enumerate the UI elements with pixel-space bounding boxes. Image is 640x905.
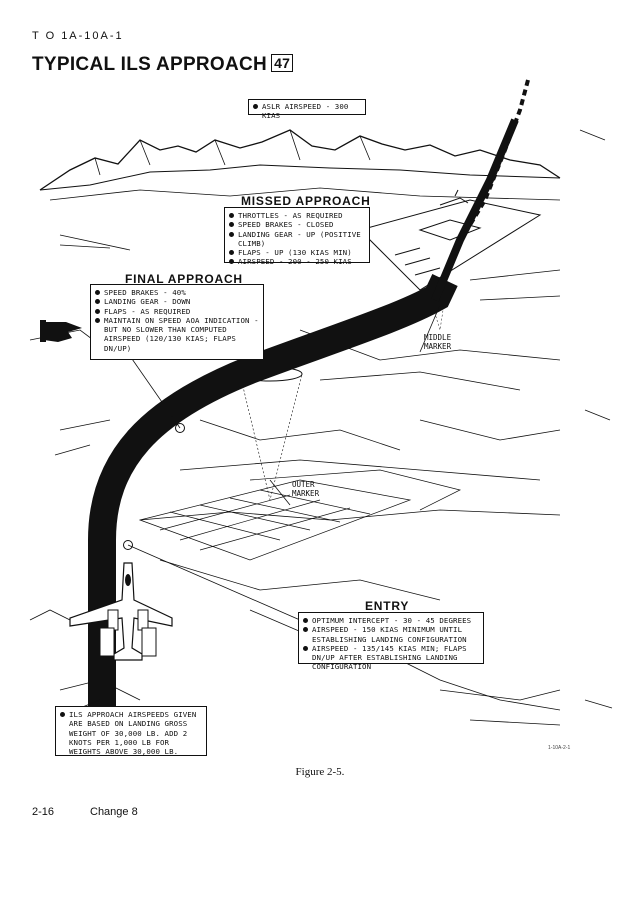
- final-item-4: MAINTAIN ON SPEED AOA INDICATION - BUT N…: [95, 316, 259, 353]
- a10-aircraft-icon: [69, 562, 173, 661]
- missed-approach-callout: THROTTLES - AS REQUIRED SPEED BRAKES - C…: [224, 207, 370, 266]
- weight-note-callout: ILS APPROACH AIRSPEEDS GIVEN ARE BASED O…: [55, 706, 207, 756]
- middle-marker-label: MIDDLE MARKER: [424, 333, 452, 351]
- document-id: T O 1A-10A-1: [32, 30, 124, 42]
- entry-item-3: AIRSPEED - 135/145 KIAS MIN; FLAPS DN/UP…: [303, 644, 479, 672]
- approach-path-taper: [431, 118, 519, 302]
- note-item-1: ILS APPROACH AIRSPEEDS GIVEN ARE BASED O…: [60, 710, 202, 756]
- final-item-1: SPEED BRAKES - 40%: [95, 288, 259, 297]
- path-marker-dots: [123, 423, 185, 550]
- change-label: Change 8: [90, 806, 138, 818]
- final-approach-callout: SPEED BRAKES - 40% LANDING GEAR - DOWN F…: [90, 284, 264, 360]
- entry-item-2: AIRSPEED - 150 KIAS MINIMUM UNTIL ESTABL…: [303, 625, 479, 644]
- runway: [359, 189, 542, 291]
- town-grid: [138, 469, 462, 561]
- entry-callout: OPTIMUM INTERCEPT - 30 - 45 DEGREES AIRS…: [298, 612, 484, 671]
- title-text: TYPICAL ILS APPROACH: [32, 54, 268, 75]
- missed-item-1: THROTTLES - AS REQUIRED: [229, 211, 365, 220]
- terrain-lines: [29, 129, 613, 726]
- aslr-item-1: ASLR AIRSPEED - 300 KIAS: [253, 102, 361, 121]
- approach-path: [88, 274, 458, 720]
- missed-item-5: AIRSPEED - 200 - 250 KIAS: [229, 257, 365, 266]
- entry-heading: ENTRY: [365, 599, 410, 613]
- final-item-2: LANDING GEAR - DOWN: [95, 297, 259, 306]
- entry-item-1: OPTIMUM INTERCEPT - 30 - 45 DEGREES: [303, 616, 479, 625]
- outer-marker-label: OUTER MARKER: [292, 480, 320, 498]
- leader-lines: [79, 304, 441, 709]
- missed-approach-heading: MISSED APPROACH: [241, 194, 371, 208]
- art-code: 1-10A-2-1: [548, 745, 571, 751]
- page-number: 2-16: [32, 806, 55, 818]
- final-approach-heading: FINAL APPROACH: [125, 272, 243, 286]
- mountain-range: [39, 129, 561, 201]
- figure-number-badge: 47: [271, 54, 294, 72]
- final-item-3: FLAPS - AS REQUIRED: [95, 307, 259, 316]
- aslr-airspeed-callout: ASLR AIRSPEED - 300 KIAS: [248, 99, 366, 120]
- missed-item-4: FLAPS - UP (130 KIAS MIN): [229, 248, 365, 257]
- pointing-hand-icon: [40, 320, 82, 342]
- figure-caption: Figure 2-5.: [295, 766, 345, 778]
- missed-approach-path: [453, 79, 530, 252]
- missed-item-2: SPEED BRAKES - CLOSED: [229, 220, 365, 229]
- missed-item-3: LANDING GEAR - UP (POSITIVE CLIMB): [229, 230, 365, 249]
